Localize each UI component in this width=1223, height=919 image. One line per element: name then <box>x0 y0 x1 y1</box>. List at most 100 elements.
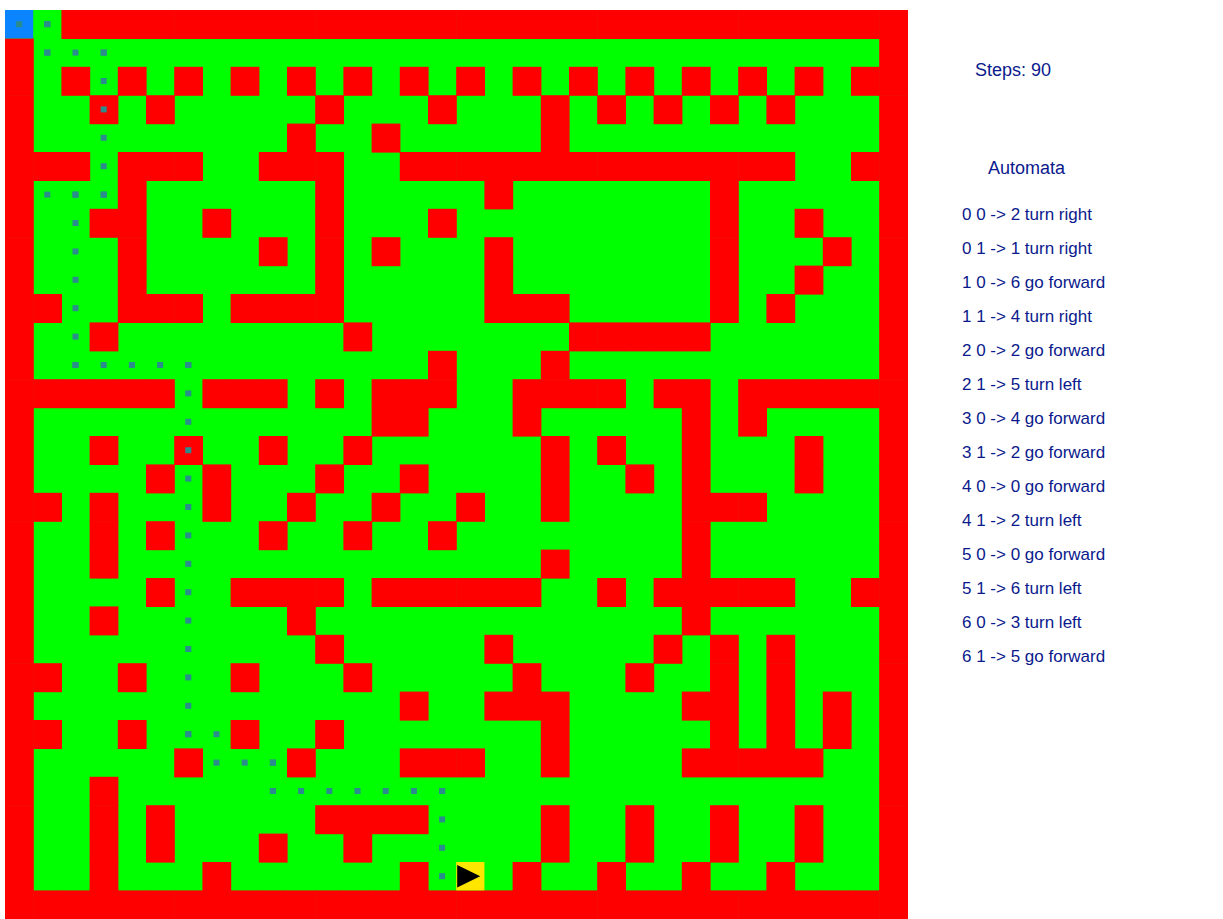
wall-cell <box>795 748 824 777</box>
wall-cell <box>541 748 570 777</box>
wall-cell <box>456 578 485 607</box>
wall-cell <box>513 294 542 323</box>
wall-cell <box>879 578 908 607</box>
automata-rule: 2 1 -> 5 turn left <box>962 375 1082 395</box>
wall-cell <box>5 521 34 550</box>
wall-cell <box>484 152 513 181</box>
wall-cell <box>738 67 767 96</box>
wall-cell <box>823 379 852 408</box>
trail-dot <box>101 135 107 141</box>
wall-cell <box>625 152 654 181</box>
wall-cell <box>766 294 795 323</box>
wall-cell <box>879 209 908 238</box>
wall-cell <box>202 209 231 238</box>
trail-dot <box>298 788 304 794</box>
wall-cell <box>202 862 231 891</box>
automata-rule: 4 0 -> 0 go forward <box>962 477 1105 497</box>
wall-cell <box>766 578 795 607</box>
wall-cell <box>766 748 795 777</box>
wall-cell <box>710 748 739 777</box>
trail-dot <box>185 589 191 595</box>
wall-cell <box>90 209 119 238</box>
trail-dot <box>185 618 191 624</box>
wall-cell <box>146 834 175 863</box>
wall-cell <box>287 748 316 777</box>
wall-cell <box>259 521 288 550</box>
wall-cell <box>456 890 485 919</box>
wall-cell <box>61 152 90 181</box>
wall-cell <box>400 67 429 96</box>
wall-cell <box>400 805 429 834</box>
trail-dot <box>242 760 248 766</box>
wall-cell <box>33 890 62 919</box>
wall-cell <box>766 635 795 664</box>
wall-cell <box>879 180 908 209</box>
trail-dot <box>185 731 191 737</box>
wall-cell <box>315 209 344 238</box>
wall-cell <box>90 606 119 635</box>
wall-cell <box>146 152 175 181</box>
agent-arrow <box>457 865 480 887</box>
wall-cell <box>315 379 344 408</box>
wall-cell <box>823 237 852 266</box>
wall-cell <box>118 294 147 323</box>
wall-cell <box>513 578 542 607</box>
wall-cell <box>541 692 570 721</box>
wall-cell <box>513 379 542 408</box>
wall-cell <box>625 663 654 692</box>
wall-cell <box>654 379 683 408</box>
trail-dot <box>270 788 276 794</box>
wall-cell <box>259 379 288 408</box>
wall-cell <box>428 10 457 39</box>
wall-cell <box>682 10 711 39</box>
wall-cell <box>174 152 203 181</box>
wall-cell <box>879 408 908 437</box>
wall-cell <box>287 294 316 323</box>
wall-cell <box>61 890 90 919</box>
automata-rule: 6 1 -> 5 go forward <box>962 647 1105 667</box>
wall-cell <box>428 521 457 550</box>
wall-cell <box>372 10 401 39</box>
wall-cell <box>90 862 119 891</box>
wall-cell <box>879 124 908 153</box>
wall-cell <box>146 464 175 493</box>
wall-cell <box>5 180 34 209</box>
trail-dot <box>270 760 276 766</box>
wall-cell <box>259 10 288 39</box>
wall-cell <box>174 890 203 919</box>
wall-cell <box>5 152 34 181</box>
wall-cell <box>766 663 795 692</box>
wall-cell <box>541 294 570 323</box>
wall-cell <box>795 890 824 919</box>
wall-cell <box>541 720 570 749</box>
wall-cell <box>90 10 119 39</box>
wall-cell <box>597 322 626 351</box>
wall-cell <box>5 550 34 579</box>
wall-cell <box>682 379 711 408</box>
wall-cell <box>287 67 316 96</box>
wall-cell <box>428 152 457 181</box>
trail-dot <box>185 447 191 453</box>
wall-cell <box>823 890 852 919</box>
wall-cell <box>372 493 401 522</box>
wall-cell <box>541 834 570 863</box>
trail-dot <box>101 362 107 368</box>
trail-dot <box>101 163 107 169</box>
wall-cell <box>541 436 570 465</box>
wall-cell <box>484 578 513 607</box>
wall-cell <box>597 152 626 181</box>
wall-cell <box>625 464 654 493</box>
wall-cell <box>202 464 231 493</box>
wall-cell <box>118 266 147 295</box>
automata-rule: 3 0 -> 4 go forward <box>962 409 1105 429</box>
trail-dot <box>185 532 191 538</box>
wall-cell <box>823 720 852 749</box>
wall-cell <box>5 436 34 465</box>
wall-cell <box>5 578 34 607</box>
wall-cell <box>428 209 457 238</box>
wall-cell <box>287 578 316 607</box>
wall-cell <box>738 408 767 437</box>
wall-cell <box>428 748 457 777</box>
wall-cell <box>118 379 147 408</box>
wall-cell <box>5 805 34 834</box>
